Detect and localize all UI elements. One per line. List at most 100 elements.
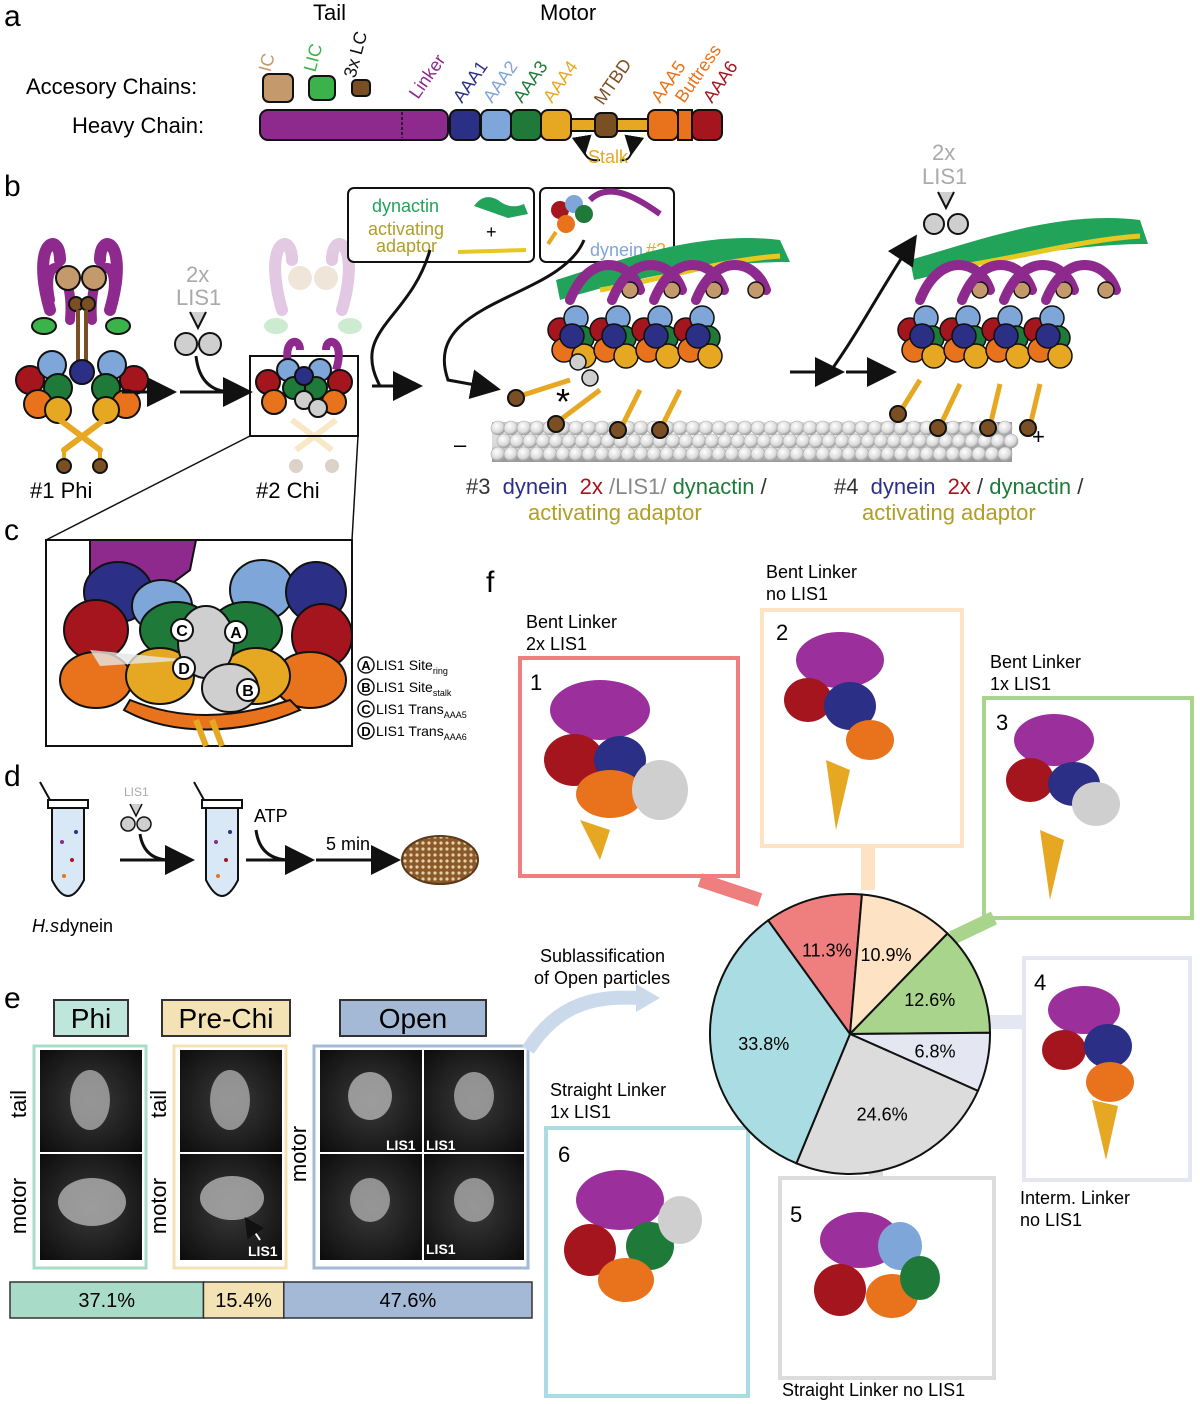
stalk-label: Stalk [588,147,629,167]
aaa1-block [449,109,481,141]
panel-f: f Bent Linker 2x LIS1 1 Bent Linker no L… [486,562,1194,1400]
lis1-site-letter: C [176,623,188,640]
ic-box [262,73,294,103]
box3-density [1006,714,1120,900]
chi-dynein-schematic [249,238,362,473]
pie-slice-label-1: 11.3% [802,940,852,960]
box3-title-1: Bent Linker [990,652,1081,672]
pie-slice-label-5: 24.6% [857,1105,908,1125]
dynein2-icon [546,188,662,246]
lis1-site-d: D [172,656,196,680]
box5-num: 5 [790,1202,802,1227]
box5-density [814,1212,940,1318]
bar-segment-label: 37.1% [78,1290,135,1312]
linker-label: Linker [405,51,450,103]
open-row-motor: motor [286,1126,311,1182]
box1-title-2: 2x LIS1 [526,634,587,654]
tail-heading: Tail [313,0,346,25]
bar-segment [202,1281,285,1319]
prechi-row-motor: motor [146,1178,171,1234]
bar-segment-label: 47.6% [380,1290,437,1312]
pie-slice-3 [847,932,992,1036]
dynactin-icon [474,197,528,218]
release-lis1: LIS1 [922,164,967,189]
open-frame [312,1044,530,1270]
box2-title-1: Bent Linker [766,562,857,582]
sample-species: H.s. [32,916,64,936]
panel-d: d H.s. dynein LIS1 ATP 5 min [4,760,479,936]
state4-adaptor: activating adaptor [862,500,1036,525]
panel-d-letter: d [4,760,21,793]
pie-slice-6 [709,919,852,1165]
accessory-chains-label: Accesory Chains: [26,74,197,99]
lis1-site-letter: B [242,683,254,700]
box6-title-1: Straight Linker [550,1080,666,1100]
open-lis1-label-3: LIS1 [426,1241,456,1257]
complex-3-schematic [507,238,790,439]
subclass-note-2: of Open particles [534,968,670,988]
state4-caption: #4 dynein 2x / dynactin / [834,474,1084,499]
box1-density [544,680,688,860]
box2-density [784,632,894,830]
box6-num: 6 [558,1142,570,1167]
legend-key: C [361,702,371,717]
ic-label: IC [255,51,279,74]
lc-label: 3x LC [340,29,371,80]
lis1-site-letter: D [178,661,190,678]
phi-title: Phi [71,1003,111,1034]
phi-row-motor: motor [6,1178,31,1234]
adaptor-icon [457,248,527,254]
adaptor-label-1: activating [368,219,444,239]
class-percentage-bar: 37.1%15.4%47.6% [9,1281,533,1319]
panel-a: a Tail Motor Accesory Chains: Heavy Chai… [4,0,742,167]
legend-key: D [361,724,370,739]
lis1-icon [174,311,222,356]
lis1-small-icon [120,803,152,832]
motor-heading: Motor [540,0,596,25]
box1-num: 1 [530,670,542,695]
pie-slice-2 [848,893,949,1037]
open-title: Open [379,1003,448,1034]
legend-row-d: D LIS1 TransAAA6 [357,722,467,742]
pie-slice-label-2: 10.9% [860,945,911,965]
open-title-box [339,999,487,1037]
complex-4-schematic [889,218,1148,437]
legend-label: LIS1 TransAAA5 [376,701,467,720]
box4-num: 4 [1034,970,1046,995]
legend-row-c: C LIS1 TransAAA5 [357,700,467,720]
panel-e: e Phi tail motor Pre-Chi tail motor LIS1… [4,946,670,1319]
aaa5-block [647,109,679,141]
legend-label: LIS1 TransAAA6 [376,723,467,742]
buttress-block [677,109,693,141]
atp-label: ATP [254,806,288,826]
em-grid-icon [401,835,479,885]
box6-density [564,1170,702,1302]
open-lis1-label-2: LIS1 [426,1137,456,1153]
mtbd-block [594,112,618,138]
sample-name: dynein [60,916,113,936]
pie-slice-1 [766,893,863,1037]
box3-title-2: 1x LIS1 [990,674,1051,694]
pie-slice-label-3: 12.6% [904,990,955,1010]
panel-f-letter: f [486,566,495,599]
heavy-chain-label: Heavy Chain: [72,113,204,138]
phi-dynein-schematic [15,238,149,474]
legend-key: A [361,658,371,673]
bar-segment [9,1281,205,1319]
chi-label: #2 Chi [256,478,320,503]
state3-caption: #3 dynein 2x /LIS1/ dynactin / [466,474,768,499]
box6-title-2: 1x LIS1 [550,1102,611,1122]
dynactin-label: dynactin [372,196,439,216]
lic-label: LIC [300,42,327,74]
pie-slice-label-4: 6.8% [914,1042,955,1062]
lis1-2x-count: 2x [186,262,209,287]
panel-a-letter: a [4,0,21,33]
prechi-lis1-label: LIS1 [248,1243,278,1259]
incubation-time: 5 min [326,834,370,854]
phi-row-tail: tail [6,1090,31,1118]
legend-key: B [361,680,370,695]
aaa2-block [480,109,512,141]
lis1-site-b: B [236,678,260,702]
